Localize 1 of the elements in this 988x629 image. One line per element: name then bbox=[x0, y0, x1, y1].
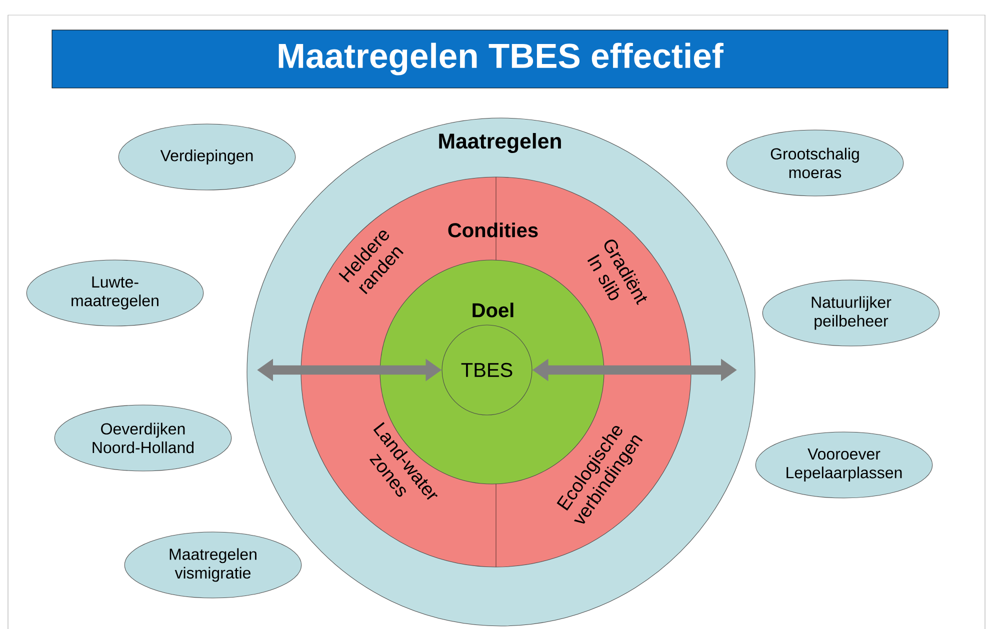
title-banner: Maatregelen TBES effectief bbox=[52, 30, 948, 88]
